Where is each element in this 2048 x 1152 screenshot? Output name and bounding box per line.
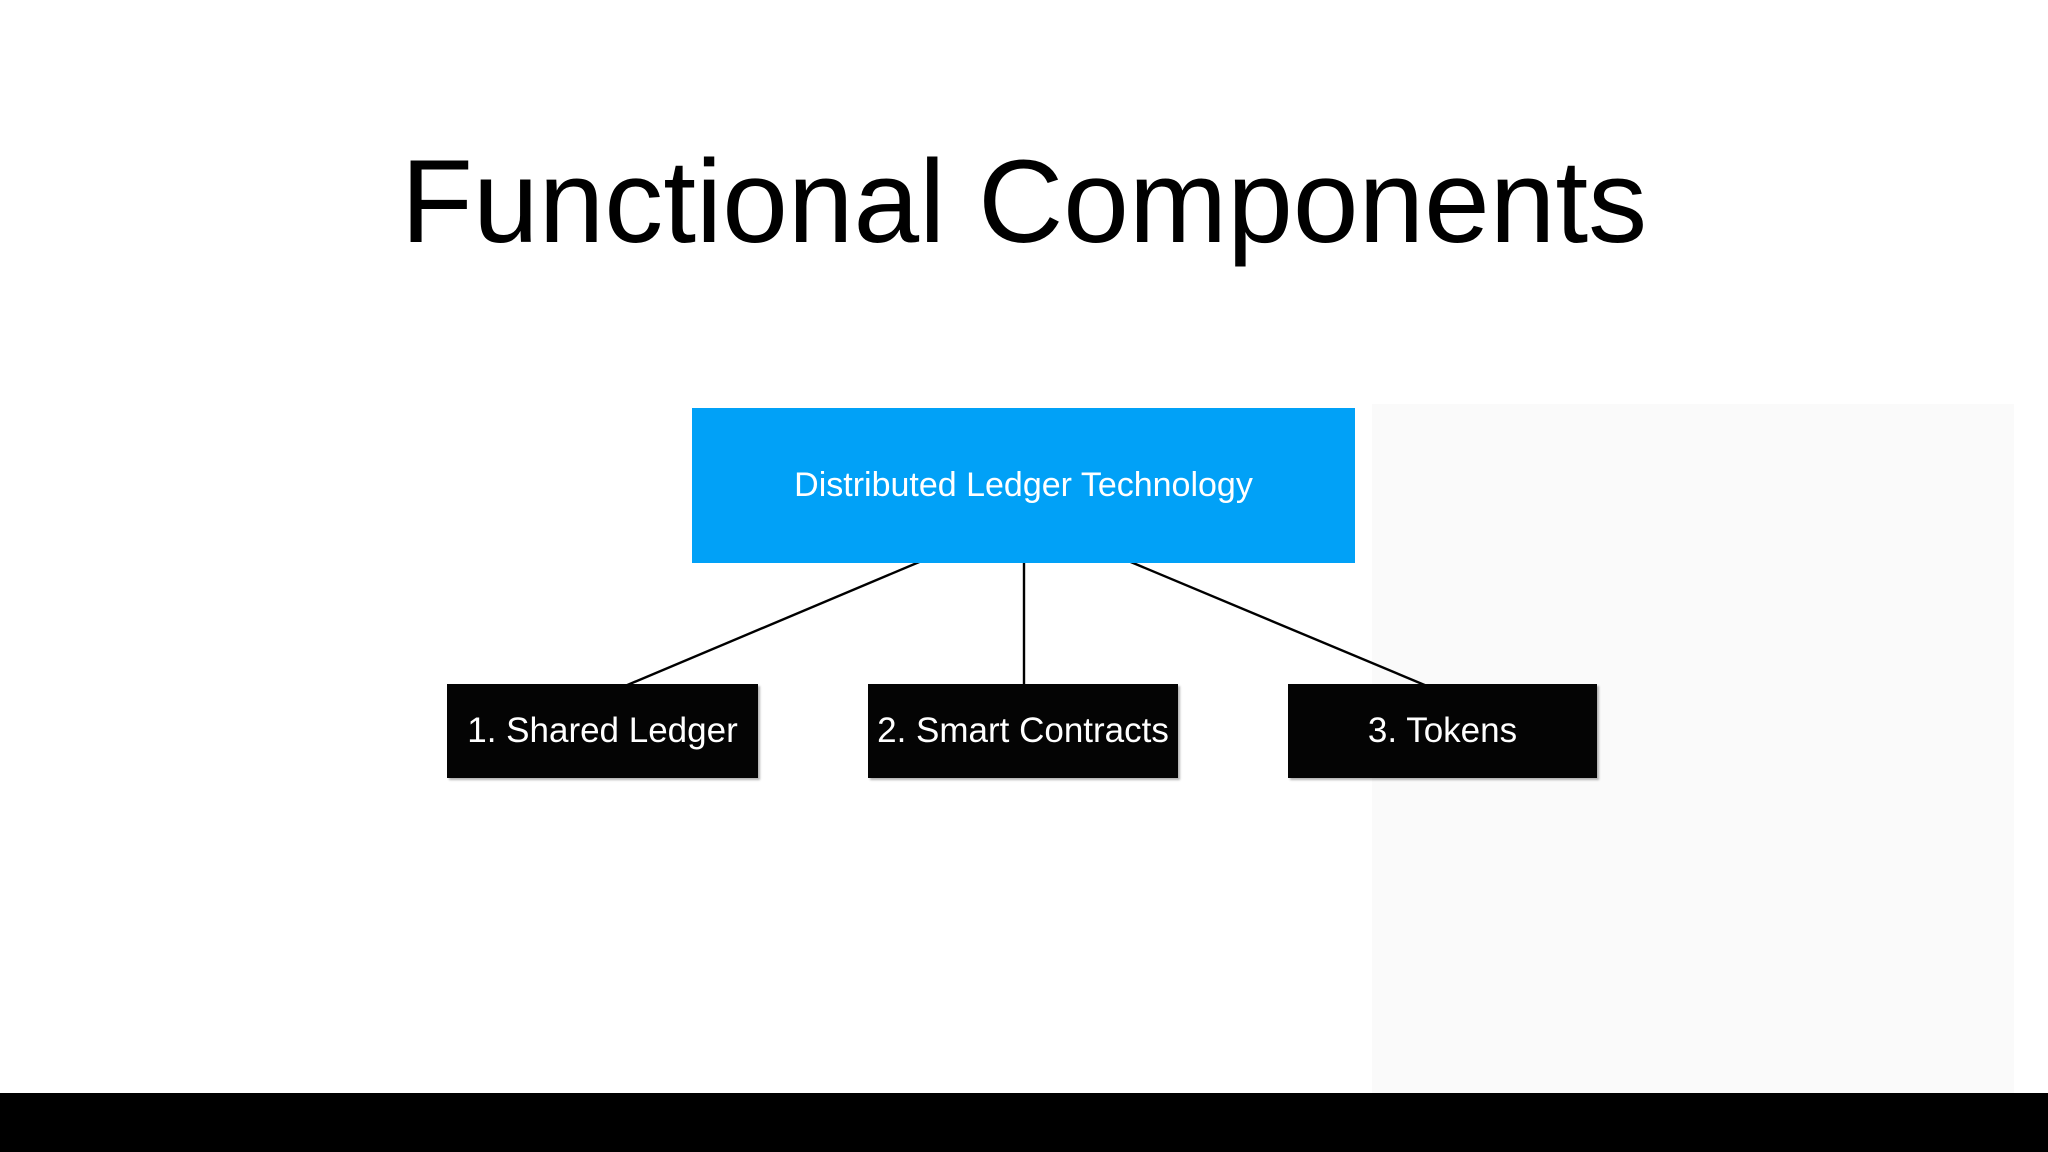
diagram-node-label: 1. Shared Ledger — [467, 711, 738, 750]
diagram-node-label: 3. Tokens — [1367, 711, 1518, 750]
diagram-node-tokens: 3. Tokens — [1288, 684, 1597, 778]
slide-title: Functional Components — [400, 136, 1648, 269]
diagram-node-smart-contracts: 2. Smart Contracts — [868, 684, 1178, 778]
diagram-node-shared-ledger: 1. Shared Ledger — [447, 684, 758, 778]
diagram-node-label: 2. Smart Contracts — [877, 711, 1169, 750]
diagram-node-label: Distributed Ledger Technology — [794, 466, 1253, 504]
letterbox-bar-bottom — [0, 1093, 2048, 1152]
connector-line-right — [1125, 558, 1428, 688]
connector-line-left — [624, 558, 925, 688]
diagram-node-distributed-ledger-technology: Distributed Ledger Technology — [692, 408, 1355, 563]
